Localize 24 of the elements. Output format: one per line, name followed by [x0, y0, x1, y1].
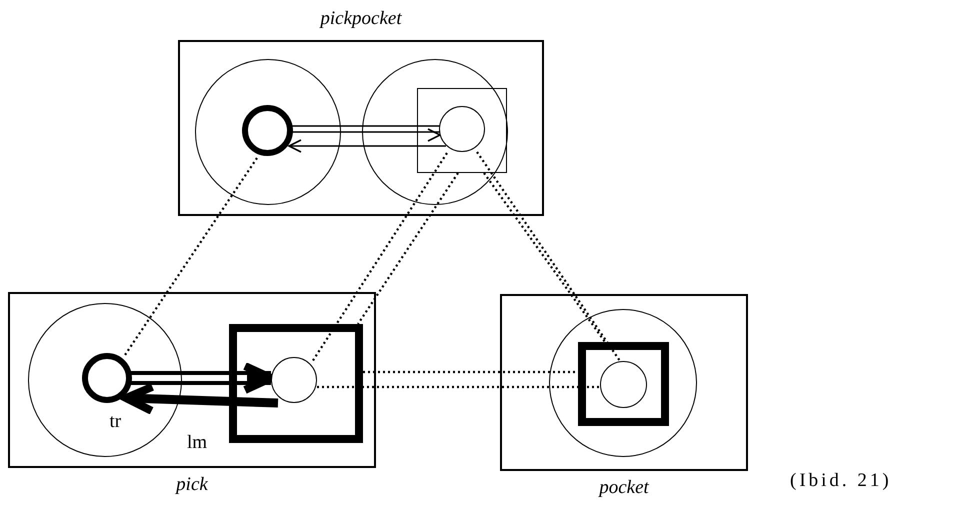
square [416, 88, 506, 172]
arrow [288, 139, 446, 153]
role-label: lm [187, 432, 208, 454]
dotted-line [357, 172, 459, 325]
small-circle [271, 357, 317, 403]
dotted-line [311, 152, 448, 363]
dotted-line [124, 157, 258, 356]
circle [549, 309, 697, 457]
circle [28, 303, 182, 457]
arrow [122, 382, 278, 415]
box-title: pick [174, 474, 209, 496]
small-circle [439, 106, 485, 152]
role-label: tr [110, 410, 122, 432]
citation: (Ibid. 21) [790, 470, 892, 492]
dotted-line [483, 172, 606, 343]
box-title: pocket [597, 477, 650, 499]
circle [195, 59, 341, 205]
arrow [290, 125, 441, 142]
circle [362, 59, 508, 205]
dotted-line [317, 386, 600, 388]
dotted-line [363, 370, 578, 374]
box-title: pickpocket [318, 8, 403, 30]
thick-square [578, 342, 668, 426]
dotted-line [476, 151, 621, 362]
